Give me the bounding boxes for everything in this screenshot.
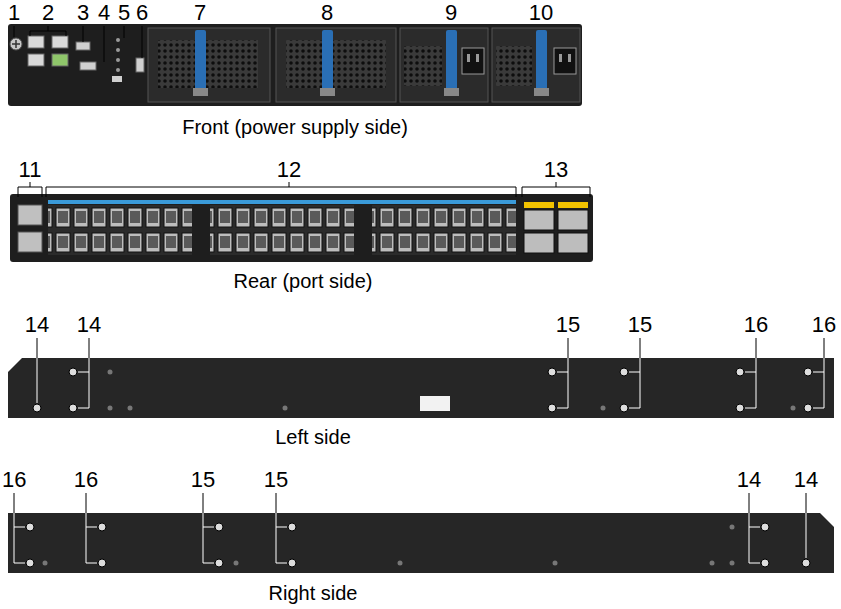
callout-number: 16	[812, 314, 836, 336]
callout-number: 12	[277, 159, 301, 181]
front-panel	[8, 24, 582, 106]
view-caption: Left side	[275, 427, 351, 447]
callout-number: 10	[529, 2, 553, 24]
leader-lines-top	[14, 493, 806, 513]
callout-number: 14	[737, 469, 761, 491]
view-caption: Front (power supply side)	[182, 117, 408, 137]
callout-number: 13	[544, 159, 568, 181]
leader-lines	[14, 26, 142, 62]
left-side-panel	[8, 358, 834, 418]
callout-number: 15	[628, 314, 652, 336]
callout-number: 9	[445, 2, 457, 24]
callout-number: 14	[25, 314, 49, 336]
callout-number: 16	[744, 314, 768, 336]
callout-number: 2	[42, 2, 54, 24]
callout-number: 16	[74, 469, 98, 491]
callout-number: 1	[8, 2, 20, 24]
view-caption: Right side	[269, 583, 358, 603]
right-side-panel	[8, 513, 834, 573]
callout-number: 16	[2, 469, 26, 491]
callout-number: 11	[19, 159, 42, 181]
callout-number: 15	[556, 314, 580, 336]
leader-lines	[37, 338, 824, 408]
view-caption: Rear (port side)	[234, 271, 373, 291]
callout-number: 8	[321, 2, 333, 24]
leader-lines-top	[37, 338, 824, 358]
leader-lines	[18, 182, 590, 197]
callout-number: 6	[136, 2, 148, 24]
callout-number: 14	[77, 314, 101, 336]
callout-number: 14	[794, 469, 818, 491]
leader-lines	[14, 513, 806, 563]
callout-number: 15	[191, 469, 215, 491]
callout-number: 3	[77, 2, 89, 24]
callout-number: 15	[264, 469, 288, 491]
rear-panel	[10, 194, 593, 262]
callout-number: 7	[194, 2, 206, 24]
callout-number: 4	[98, 2, 110, 24]
callout-number: 5	[118, 2, 130, 24]
